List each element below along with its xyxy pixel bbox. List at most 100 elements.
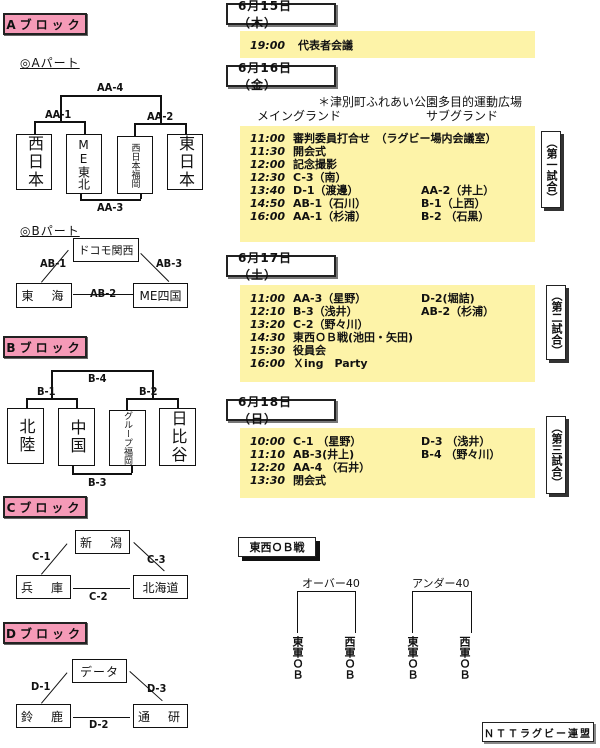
aa3-right-stem bbox=[140, 194, 142, 199]
team-nishinihon: 西日本 bbox=[16, 134, 52, 190]
aa2-bracket-line bbox=[134, 123, 186, 125]
match-aa4: AA-4 bbox=[97, 81, 124, 94]
match-ab1: AB-1 bbox=[40, 257, 67, 270]
date-june-18: 6月18日（日） bbox=[226, 395, 336, 426]
schedule-row: 16:00 Ｘing Party bbox=[250, 357, 535, 370]
b2-left-stem bbox=[126, 398, 128, 410]
over40-bracket-line bbox=[297, 591, 356, 593]
aa3-bracket-line bbox=[80, 199, 141, 201]
sub-ground-event: AA-2（井上） bbox=[421, 184, 495, 197]
sub-ground-label: サブグランド bbox=[426, 109, 499, 123]
aa1-bracket-line bbox=[34, 121, 85, 123]
time: 16:00 bbox=[250, 210, 286, 223]
team-hokuriku: 北陸 bbox=[7, 408, 44, 464]
c-block-label: Cブロック bbox=[3, 496, 87, 518]
d2-line bbox=[73, 717, 130, 719]
team-suzuka: 鈴 鹿 bbox=[16, 704, 71, 728]
main-ground-event: AA-1（杉浦） bbox=[293, 210, 367, 223]
match-aa3: AA-3 bbox=[97, 201, 124, 214]
main-ground-event: AB-3(井上) bbox=[293, 448, 355, 461]
team-hyogo: 兵 庫 bbox=[16, 575, 71, 599]
over40-label: オーバー40 bbox=[302, 577, 360, 590]
main-ground-event: C-3（南） bbox=[293, 171, 347, 184]
team-tsuken: 通 研 bbox=[133, 704, 188, 728]
main-ground-event: B-3（浅井） bbox=[293, 305, 358, 318]
match-ab3: AB-3 bbox=[156, 257, 183, 270]
time: 13:40 bbox=[250, 184, 286, 197]
first-match-label: （第一試合） bbox=[541, 131, 561, 208]
aa1-right-stem bbox=[84, 121, 86, 135]
time: 10:00 bbox=[250, 435, 286, 448]
over40-west-team: 西軍ＯＢ bbox=[343, 636, 356, 680]
event: 代表者会議 bbox=[298, 39, 353, 52]
main-ground-event: Ｘing Party bbox=[293, 357, 368, 370]
schedule-row: 12:30 C-3（南） bbox=[250, 171, 535, 184]
match-b1: B-1 bbox=[37, 385, 56, 398]
schedule-day1: 19:00 代表者会議 bbox=[240, 31, 535, 58]
schedule-row: 11:00 審判委員打合せ （ラグビー場内会議室） bbox=[250, 132, 535, 145]
time: 15:30 bbox=[250, 344, 286, 357]
b-block-label: Bブロック bbox=[3, 336, 87, 358]
main-ground-event: 審判委員打合せ （ラグビー場内会議室） bbox=[293, 132, 497, 145]
time: 11:00 bbox=[250, 132, 286, 145]
main-ground-event: 役員会 bbox=[293, 344, 326, 357]
main-ground-event: D-1（渡邊） bbox=[293, 184, 359, 197]
aa3-left-stem bbox=[80, 194, 82, 199]
time: 16:00 bbox=[250, 357, 286, 370]
main-ground-event: AB-1（石川） bbox=[293, 197, 367, 210]
sub-ground-event: D-2(堀詰) bbox=[421, 292, 475, 305]
over40-left-stem bbox=[297, 591, 299, 633]
time: 11:00 bbox=[250, 292, 286, 305]
b4-bracket-line bbox=[51, 370, 153, 372]
time: 12:30 bbox=[250, 171, 286, 184]
under40-west-team: 西軍ＯＢ bbox=[458, 636, 471, 680]
aa1-left-stem bbox=[34, 121, 36, 135]
d-block-label: Dブロック bbox=[3, 622, 87, 644]
aa2-left-stem bbox=[134, 123, 136, 137]
b2-right-stem bbox=[177, 398, 179, 408]
match-aa2: AA-2 bbox=[147, 110, 174, 123]
match-ab2: AB-2 bbox=[90, 287, 117, 300]
date-june-17: 6月17日（土） bbox=[226, 251, 336, 282]
main-ground-label: メイングランド bbox=[257, 109, 342, 123]
main-ground-event: AA-4 （石井） bbox=[293, 461, 371, 474]
team-nishinihon-fukuoka: 西日本福岡 bbox=[117, 136, 153, 194]
third-match-label: （第三試合） bbox=[546, 416, 566, 494]
schedule-row: 15:30 役員会 bbox=[250, 344, 535, 357]
date-june-15: 6月15日（木） bbox=[226, 0, 336, 30]
under40-label: アンダー40 bbox=[412, 577, 470, 590]
time: 11:10 bbox=[250, 448, 286, 461]
time: 13:20 bbox=[250, 318, 286, 331]
match-b3: B-3 bbox=[88, 476, 107, 489]
time: 12:00 bbox=[250, 158, 286, 171]
team-niigata: 新 潟 bbox=[75, 530, 130, 554]
team-me-tohoku: ME東北 bbox=[66, 134, 102, 194]
match-d2: D-2 bbox=[89, 718, 109, 731]
main-ground-event: 閉会式 bbox=[293, 474, 326, 487]
over40-east-team: 東軍ＯＢ bbox=[291, 636, 304, 680]
b3-left-stem bbox=[72, 466, 74, 473]
team-higashinihon: 東日本 bbox=[167, 134, 203, 190]
b4-left-stem bbox=[51, 370, 53, 398]
footer-organization: ＮＴＴラグビー連盟 bbox=[482, 722, 594, 742]
sub-ground-event: AB-2（杉浦） bbox=[421, 305, 495, 318]
sub-ground-event: D-3 （浅井） bbox=[421, 435, 491, 448]
b-part-label: ◎Bパート bbox=[20, 224, 80, 238]
b1-bracket-line bbox=[26, 398, 77, 400]
ab2-line bbox=[73, 294, 133, 296]
under40-right-stem bbox=[471, 591, 473, 633]
ob-match-label: 東西ＯＢ戦 bbox=[238, 537, 316, 557]
team-tokai: 東 海 bbox=[16, 283, 72, 308]
date-june-16: 6月16日（金） bbox=[226, 61, 336, 92]
match-c1: C-1 bbox=[32, 550, 51, 563]
sub-ground-event: B-2 （石黒） bbox=[421, 210, 490, 223]
match-aa1: AA-1 bbox=[45, 108, 72, 121]
team-hibiya: 日比谷 bbox=[159, 408, 196, 466]
time: 12:10 bbox=[250, 305, 286, 318]
